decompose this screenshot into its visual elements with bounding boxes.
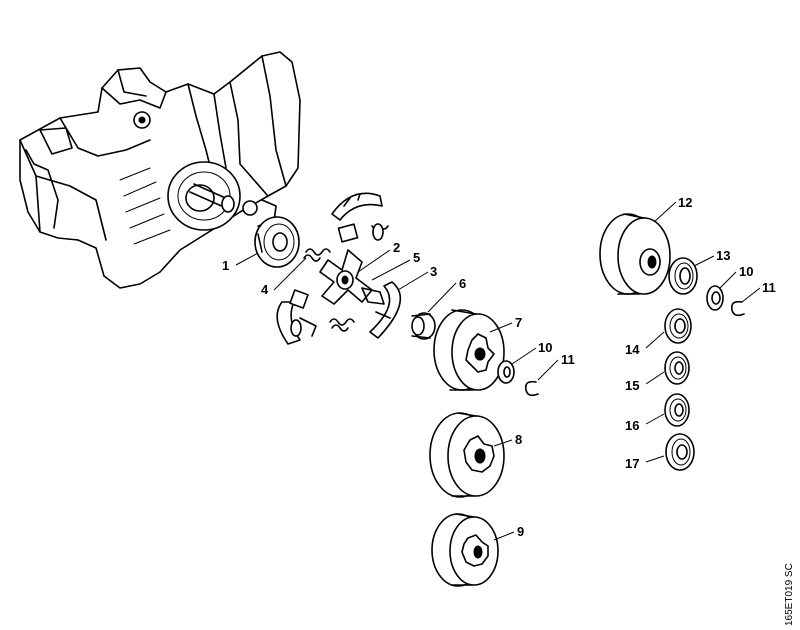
callout-16: 16	[625, 418, 639, 433]
figure-code: 165ET019 SC	[784, 563, 795, 626]
rim-sprocket-part-17	[665, 433, 695, 471]
callout-10-upper: 10	[538, 340, 552, 355]
eclip-part-11-upper	[524, 380, 539, 397]
callout-7: 7	[515, 315, 522, 330]
clutch-shoe-upper	[331, 192, 389, 243]
callout-11-upper: 11	[561, 352, 575, 367]
callout-17: 17	[625, 456, 639, 471]
callout-13: 13	[716, 248, 730, 263]
callout-5: 5	[413, 250, 420, 265]
callout-14: 14	[625, 342, 640, 357]
callout-10-lower: 10	[739, 264, 753, 279]
spring-part-4	[303, 248, 355, 332]
crankcase-housing	[19, 51, 301, 289]
callout-labels: 1 2 3 4 5 6 7 10 11 8 9 12 13 10 11 14 1…	[222, 195, 776, 539]
callout-4: 4	[261, 282, 269, 297]
needle-bearing-part-6	[411, 312, 436, 340]
eclip-part-11-lower	[730, 300, 745, 317]
callout-8: 8	[515, 432, 522, 447]
clutch-shoe-left	[276, 289, 317, 345]
clutch-hub-part-5	[319, 249, 373, 305]
callout-11-lower: 11	[762, 280, 776, 295]
spur-sprocket-part-9	[431, 513, 499, 587]
washer-part-10-lower	[706, 285, 724, 311]
washer-part-1	[254, 216, 300, 268]
callout-9: 9	[517, 524, 524, 539]
callout-12: 12	[678, 195, 692, 210]
rim-sprocket-part-15	[664, 351, 690, 385]
clutch-drum-part-7	[433, 309, 505, 391]
spur-sprocket-part-8	[429, 412, 505, 498]
callout-1: 1	[222, 258, 229, 273]
rim-sprocket-part-14	[664, 308, 692, 344]
clutch-shoe-part-3	[361, 281, 402, 339]
callout-2: 2	[393, 240, 400, 255]
rim-sprocket-part-13	[668, 257, 698, 295]
leader-lines	[235, 201, 761, 541]
washer-part-10-upper	[497, 360, 515, 384]
callout-6: 6	[459, 276, 466, 291]
rim-sprocket-part-16	[664, 393, 690, 427]
callout-3: 3	[430, 264, 437, 279]
clutch-drum-part-12	[599, 213, 671, 295]
callout-15: 15	[625, 378, 639, 393]
